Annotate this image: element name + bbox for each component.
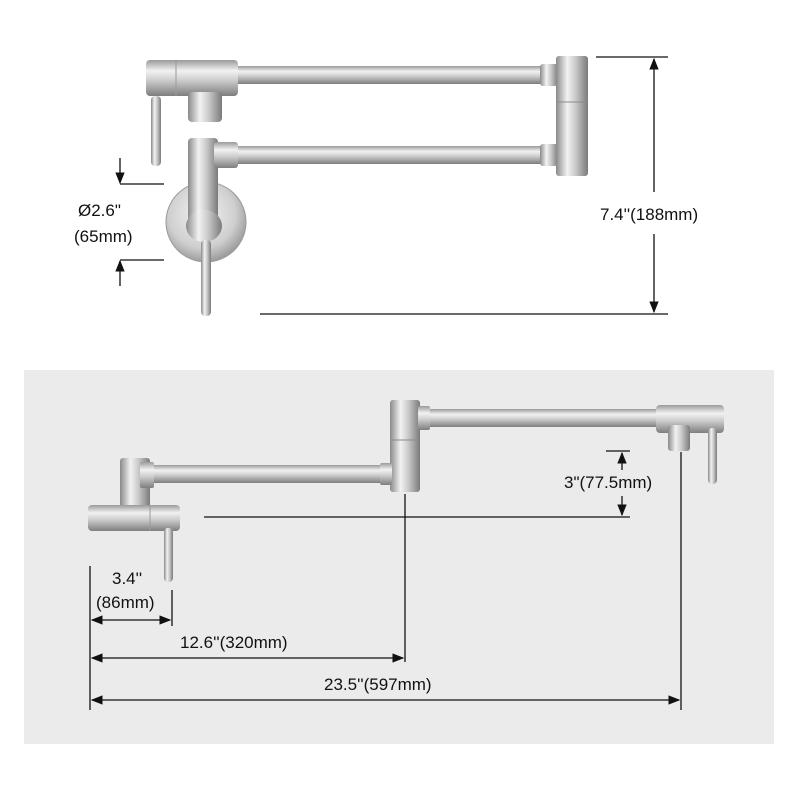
bottom-view-faucet (88, 400, 724, 582)
upper-valve-cap (188, 92, 222, 122)
top-view-dimensions: Ø2.6" (65mm) 7.4''(188mm) (74, 56, 698, 315)
left-arm-collar (380, 463, 392, 485)
top-view-faucet (146, 56, 588, 316)
lower-handle (201, 240, 211, 316)
handle-offset-label-mm: (86mm) (96, 593, 155, 612)
right-valve-cap (668, 425, 690, 451)
middle-swivel-collar (418, 406, 430, 430)
left-arm-pipe (148, 465, 392, 483)
mid-dimension-label: 12.6''(320mm) (180, 633, 288, 652)
middle-swivel-joint (390, 400, 420, 492)
diameter-label-mm: (65mm) (74, 227, 133, 246)
rise-label: 3"(77.5mm) (564, 473, 652, 492)
lower-arm-pipe (232, 146, 550, 164)
left-riser-collar (140, 462, 154, 488)
swivel-joint (556, 56, 588, 176)
upper-arm-pipe (232, 66, 550, 84)
total-dimension-label: 23.5''(597mm) (324, 675, 432, 694)
upper-arm-collar (540, 64, 558, 86)
bottom-view-dimensions: 3"(77.5mm) 3.4'' (86mm) 12.6''(320mm) 23… (89, 450, 682, 710)
upper-valve-body (146, 60, 238, 96)
lower-valve-knob (186, 210, 222, 242)
lower-arm-collar (540, 144, 558, 166)
left-handle (164, 528, 173, 582)
upper-handle (151, 96, 161, 166)
lower-valve-neck (214, 142, 238, 168)
right-arm-pipe (420, 409, 668, 427)
diameter-label-inch: Ø2.6" (78, 201, 121, 220)
height-label: 7.4''(188mm) (600, 205, 698, 224)
wall-mount-body (88, 505, 180, 531)
lower-valve-riser (188, 138, 218, 230)
handle-offset-label-inch: 3.4'' (112, 569, 142, 588)
right-handle (708, 428, 717, 484)
